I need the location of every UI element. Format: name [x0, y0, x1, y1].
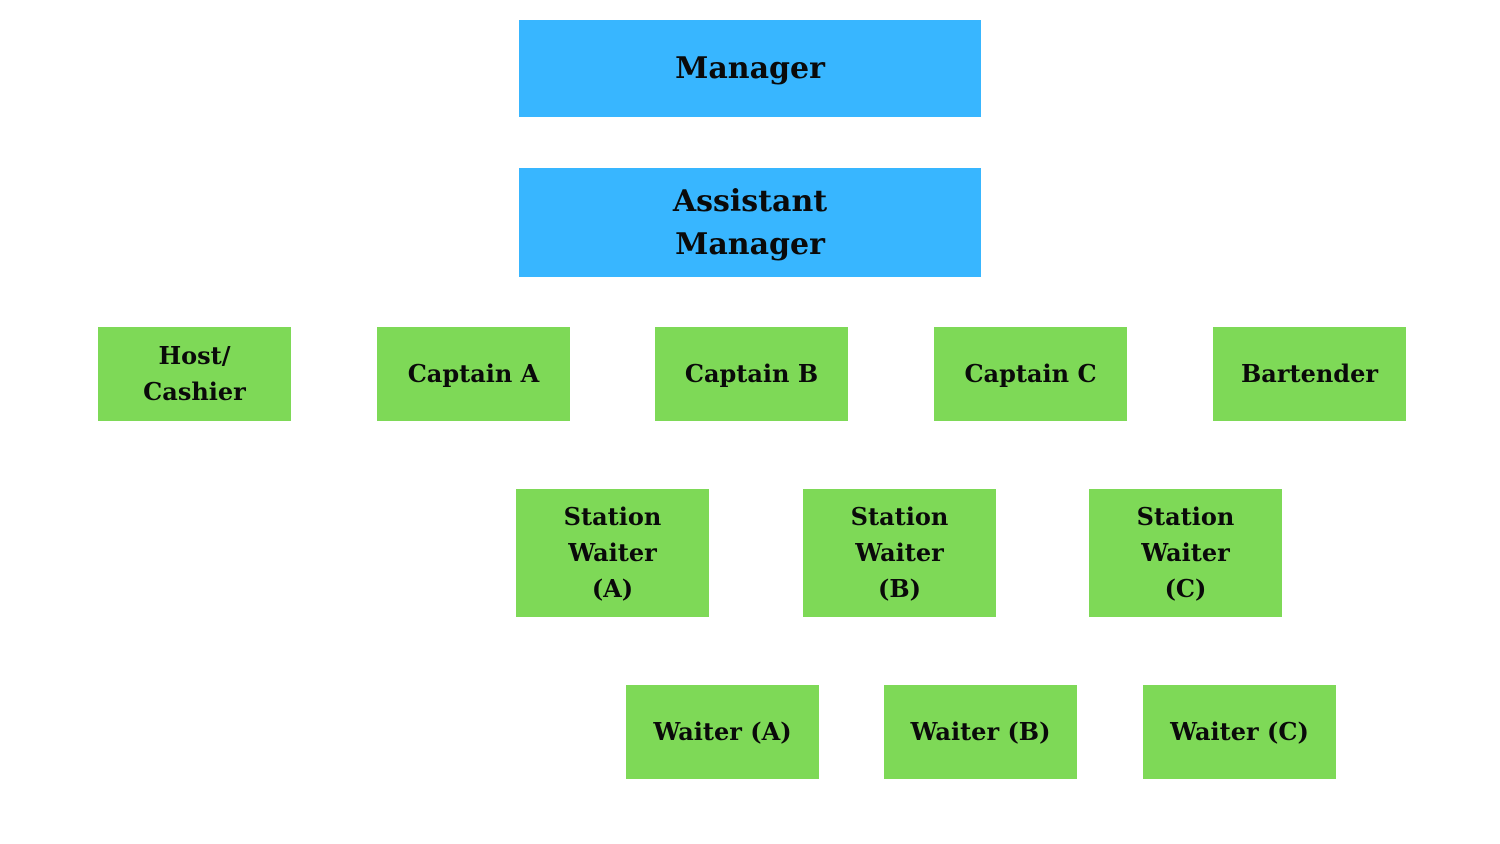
- node-assistant-manager: Assistant Manager: [519, 168, 981, 277]
- node-waiter-c: Waiter (C): [1143, 685, 1336, 779]
- node-station-waiter-b: Station Waiter (B): [803, 489, 996, 617]
- node-captain-c: Captain C: [934, 327, 1127, 421]
- node-station-waiter-a: Station Waiter (A): [516, 489, 709, 617]
- node-captain-a: Captain A: [377, 327, 570, 421]
- node-waiter-b: Waiter (B): [884, 685, 1077, 779]
- node-waiter-a: Waiter (A): [626, 685, 819, 779]
- node-station-waiter-c: Station Waiter (C): [1089, 489, 1282, 617]
- node-host-cashier: Host/ Cashier: [98, 327, 291, 421]
- node-bartender: Bartender: [1213, 327, 1406, 421]
- node-captain-b: Captain B: [655, 327, 848, 421]
- node-manager: Manager: [519, 20, 981, 117]
